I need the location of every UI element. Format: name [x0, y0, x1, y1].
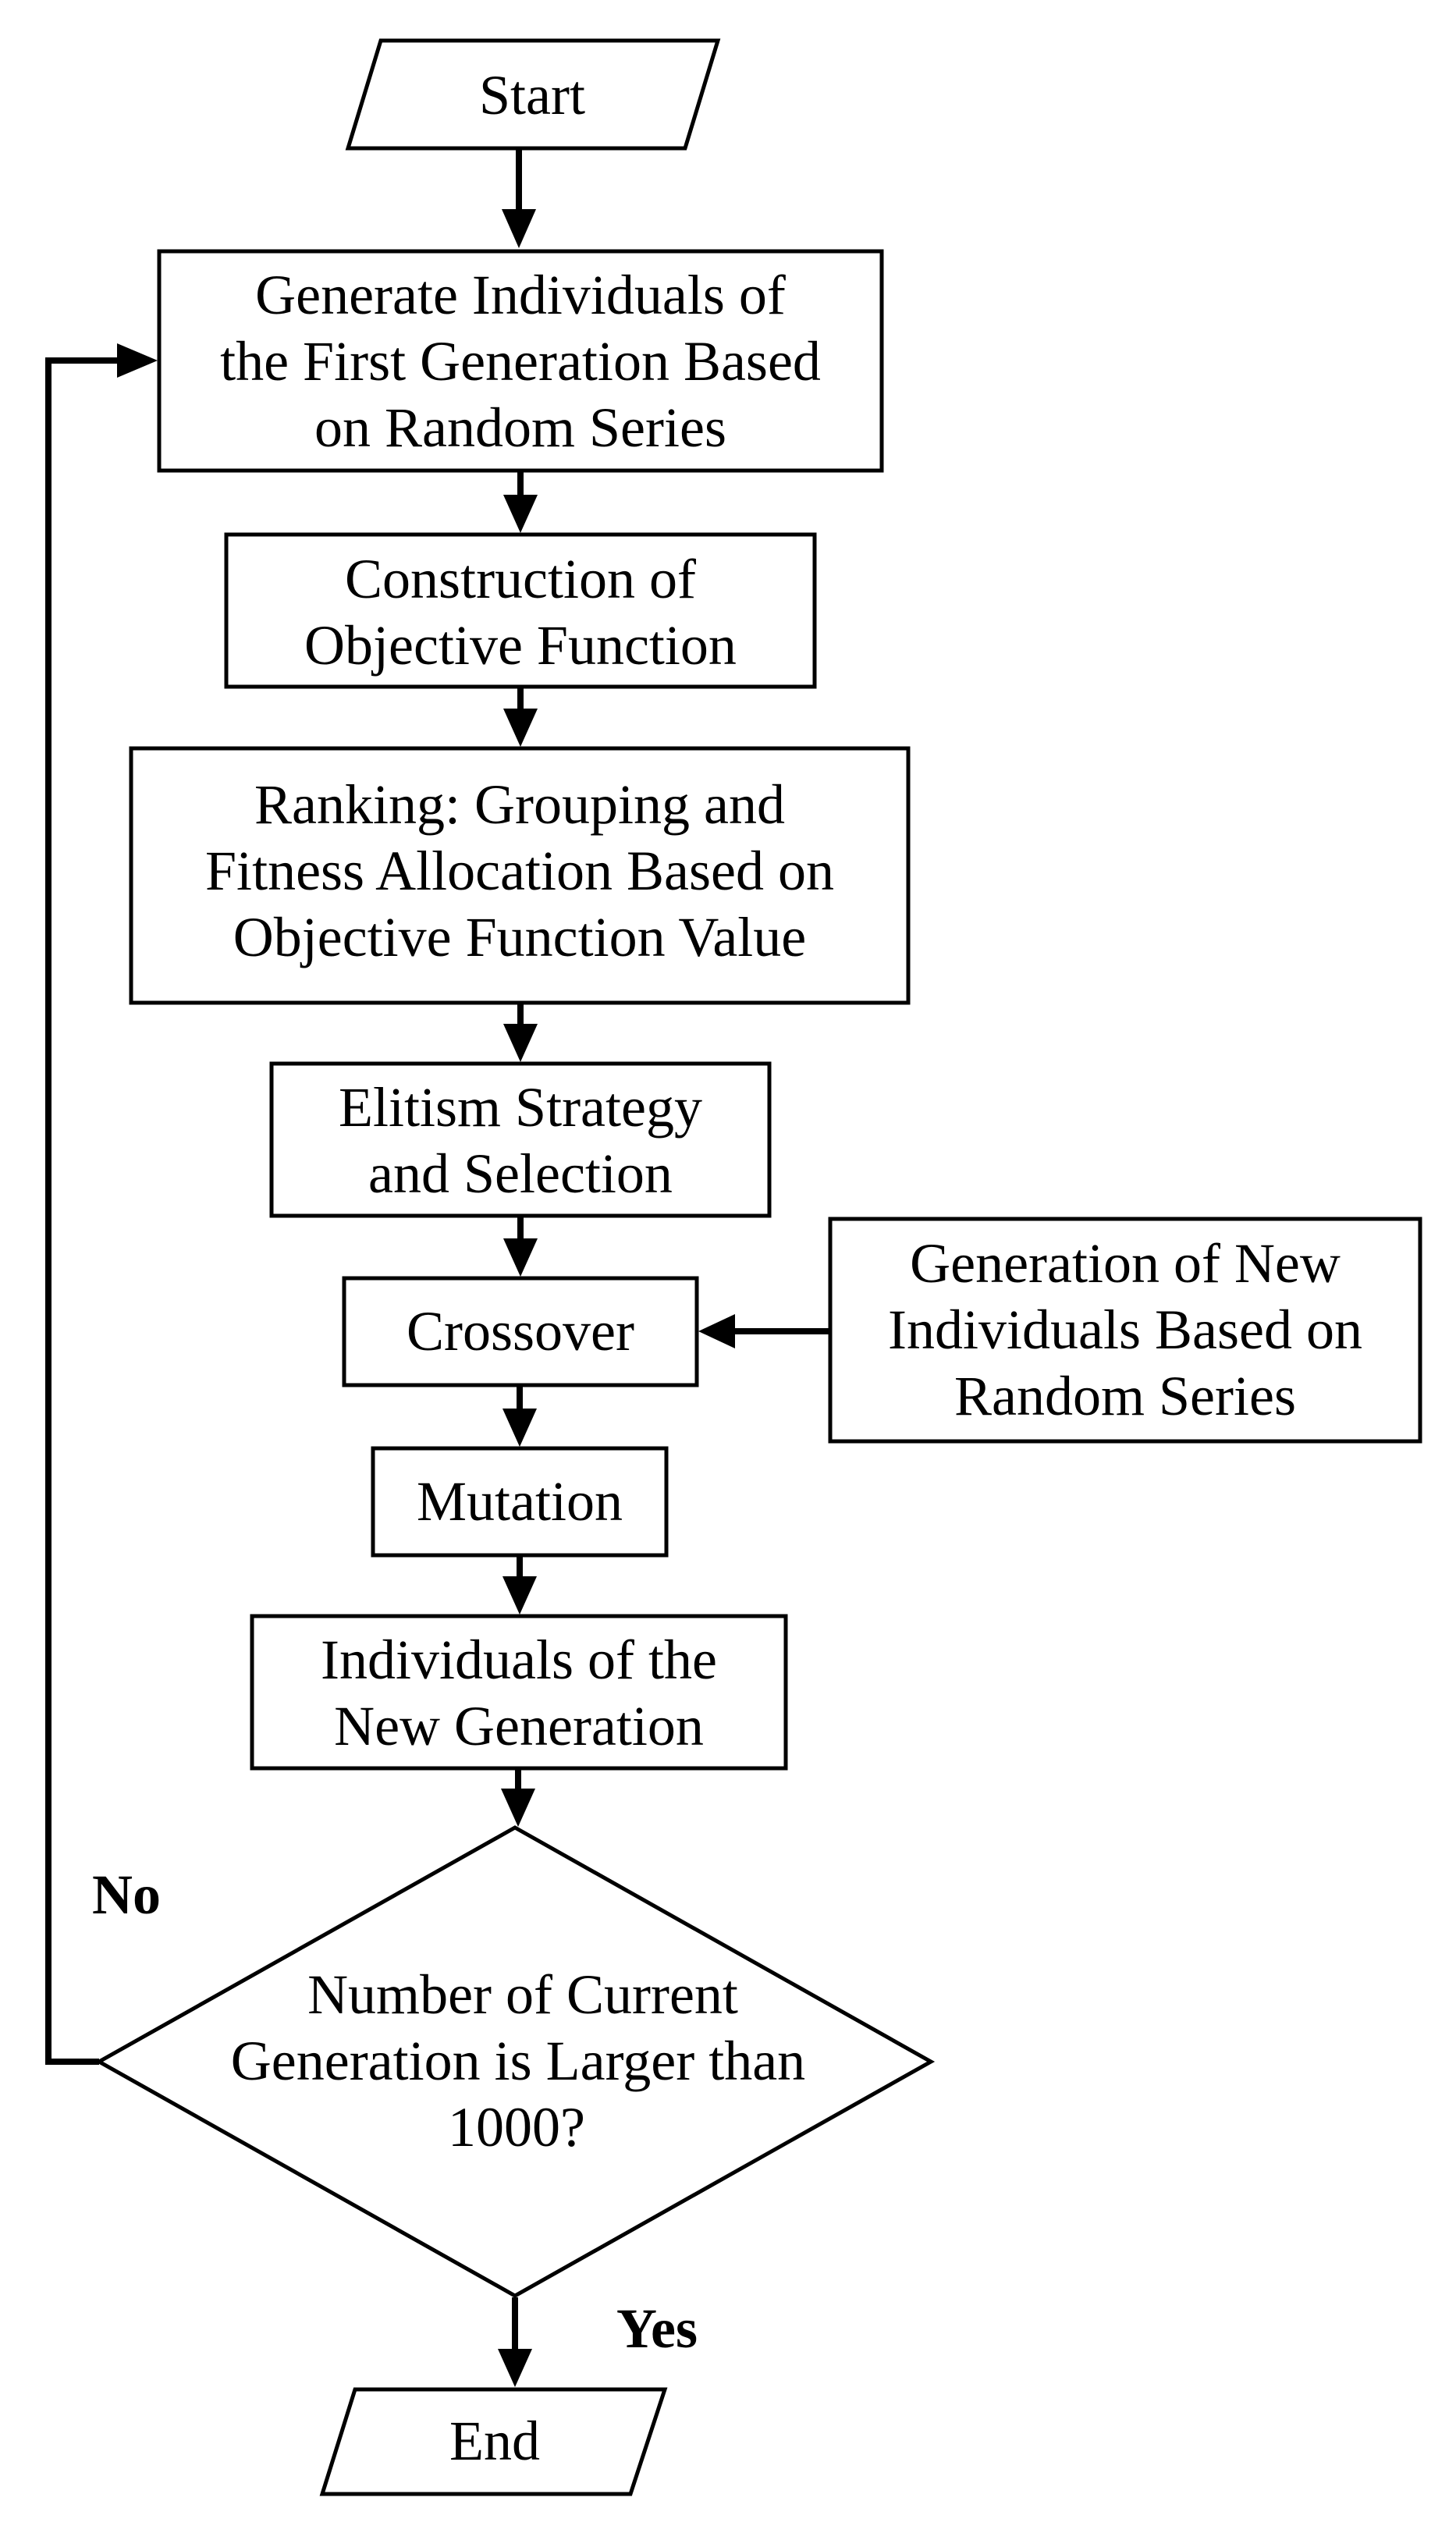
end-shape — [319, 2387, 668, 2496]
ranking-line: Fitness Allocation Based on — [205, 840, 834, 902]
generate-first-generation-node: Generate Individuals of the First Genera… — [157, 249, 884, 473]
crossover-node: Crossover — [342, 1276, 699, 1387]
end-node: End — [319, 2387, 668, 2496]
ranking-box — [129, 746, 911, 1005]
new-generation-line: Individuals of the — [321, 1629, 717, 1691]
mutation-node: Mutation — [371, 1446, 669, 1558]
ranking-line: Ranking: Grouping and — [254, 773, 785, 836]
crossover-box — [342, 1276, 699, 1387]
elitism-selection-node: Elitism Strategy and Selection — [269, 1061, 772, 1218]
generate-first-generation-line: Generate Individuals of — [255, 264, 786, 326]
decision-diamond — [94, 1825, 936, 2298]
ranking-line: Objective Function Value — [233, 906, 807, 968]
generate-first-generation-line: on Random Series — [314, 396, 726, 459]
yes-branch-label: Yes — [616, 2297, 698, 2360]
ranking-node: Ranking: Grouping and Fitness Allocation… — [129, 746, 911, 1005]
arrow-generate-to-construction — [503, 472, 538, 533]
arrow-mutation-to-new-generation — [502, 1557, 537, 1615]
elitism-selection-line: Elitism Strategy — [339, 1076, 702, 1139]
start-node: Start — [345, 38, 721, 151]
construction-objective-line: Objective Function — [304, 614, 737, 677]
start-label: Start — [479, 64, 585, 126]
decision-line: 1000? — [448, 2096, 585, 2158]
end-label: End — [449, 2410, 540, 2472]
arrow-new-generation-to-decision — [501, 1770, 535, 1827]
new-generation-line: New Generation — [334, 1695, 704, 1757]
arrow-elitism-to-crossover — [503, 1217, 538, 1277]
arrow-crossover-to-mutation — [502, 1387, 537, 1447]
construction-objective-box — [224, 532, 817, 689]
new-random-individuals-box — [828, 1217, 1422, 1444]
elitism-selection-line: and Selection — [368, 1142, 673, 1205]
no-branch-label: No — [92, 1863, 161, 1926]
new-random-individuals-line: Individuals Based on — [888, 1298, 1362, 1361]
arrow-decision-loop-back — [45, 343, 158, 2065]
mutation-box — [371, 1446, 669, 1558]
generate-first-generation-box — [157, 249, 884, 473]
start-shape — [345, 38, 721, 151]
construction-objective-node: Construction of Objective Function — [224, 532, 817, 689]
mutation-label: Mutation — [417, 1470, 623, 1533]
new-random-individuals-line: Random Series — [954, 1365, 1296, 1427]
decision-node: Number of Current Generation is Larger t… — [94, 1825, 936, 2298]
generate-first-generation-line: the First Generation Based — [220, 330, 821, 393]
decision-line: Number of Current — [307, 1963, 738, 2026]
elitism-selection-box — [269, 1061, 772, 1218]
arrow-construction-to-ranking — [503, 688, 538, 747]
arrow-ranking-to-elitism — [503, 1004, 538, 1062]
arrow-random-to-crossover — [698, 1314, 829, 1348]
new-generation-node: Individuals of the New Generation — [250, 1614, 788, 1771]
decision-line: Generation is Larger than — [231, 2030, 805, 2092]
arrow-start-to-generate — [502, 150, 536, 248]
new-random-individuals-node: Generation of New Individuals Based on R… — [828, 1217, 1422, 1444]
new-generation-box — [250, 1614, 788, 1771]
construction-objective-line: Construction of — [345, 548, 696, 610]
new-random-individuals-line: Generation of New — [910, 1232, 1341, 1295]
arrow-decision-to-end — [498, 2297, 532, 2387]
crossover-label: Crossover — [407, 1300, 634, 1362]
